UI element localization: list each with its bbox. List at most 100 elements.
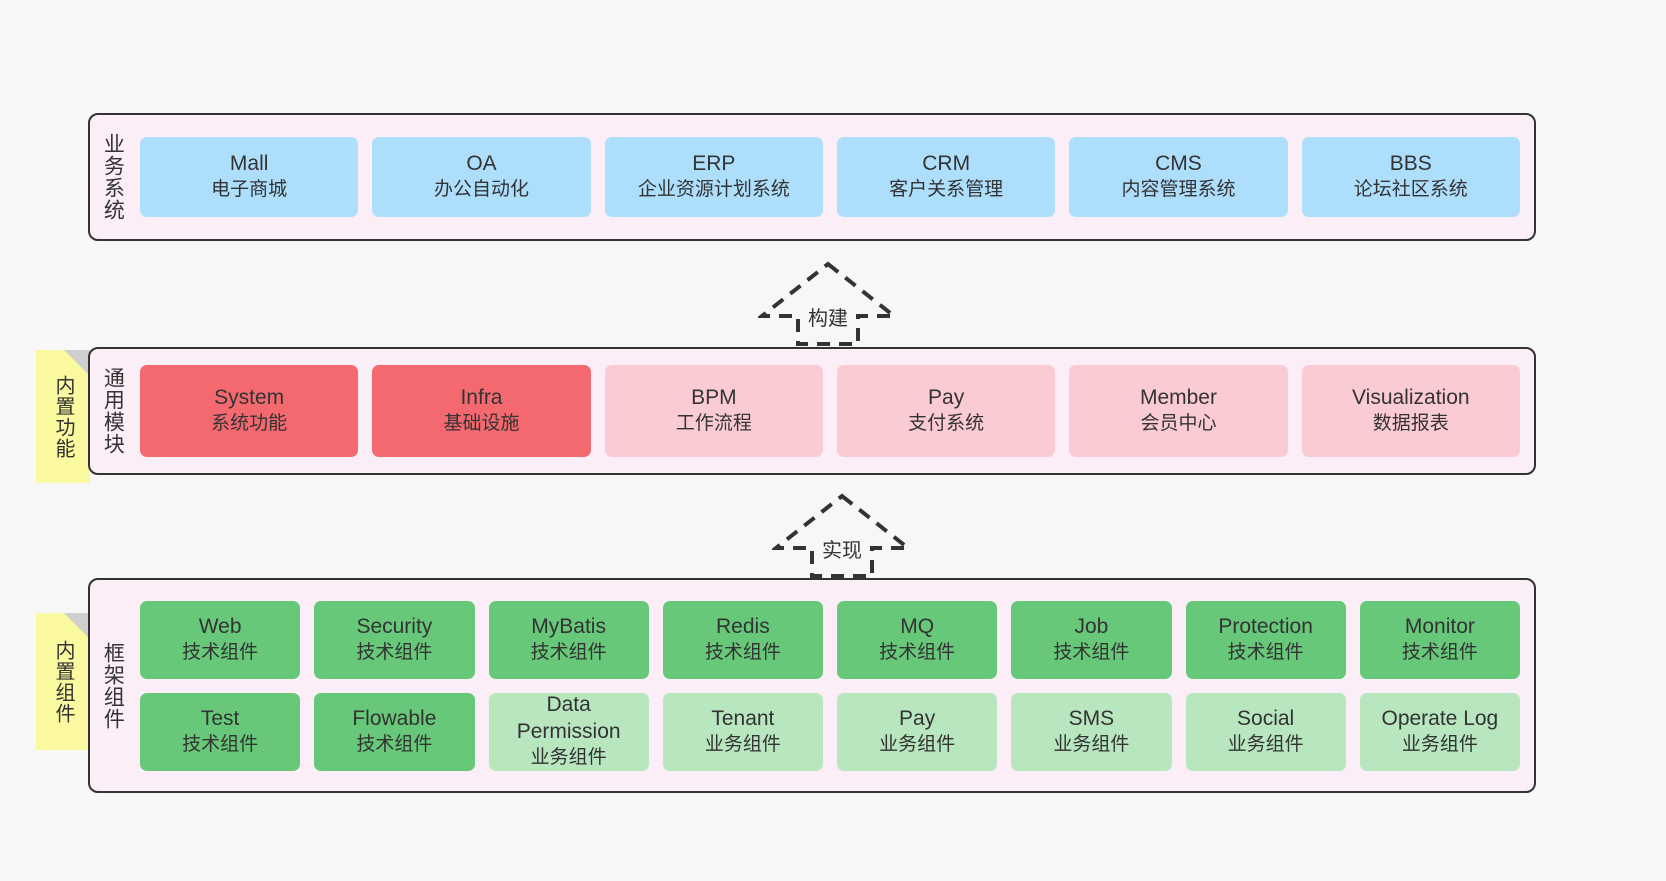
node-title: SMS bbox=[1068, 706, 1115, 730]
node-pay-module[interactable]: Pay 支付系统 bbox=[836, 365, 1056, 457]
node-subtitle: 企业资源计划系统 bbox=[637, 179, 790, 201]
build-arrow-label: 构建 bbox=[808, 308, 848, 330]
node-subtitle: 技术组件 bbox=[1227, 641, 1304, 663]
node-mall[interactable]: Mall 电子商城 bbox=[140, 137, 359, 217]
node-title: Visualization bbox=[1352, 386, 1470, 410]
node-subtitle: 论坛社区系统 bbox=[1353, 179, 1468, 201]
node-title: BBS bbox=[1389, 152, 1432, 176]
node-subtitle: 技术组件 bbox=[704, 641, 781, 663]
layer-common-module: 通用模块 System 系统功能 Infra 基础设施 BPM 工作流程 Pay… bbox=[88, 347, 1536, 475]
build-arrow: 构建 bbox=[758, 258, 898, 348]
node-title: Pay bbox=[928, 386, 965, 410]
node-crm[interactable]: CRM 客户关系管理 bbox=[836, 137, 1056, 217]
node-title: MyBatis bbox=[531, 614, 606, 638]
node-subtitle: 系统功能 bbox=[211, 413, 288, 435]
node-title: OA bbox=[466, 152, 497, 176]
node-title: Operate Log bbox=[1381, 706, 1499, 730]
node-pay-component[interactable]: Pay 业务组件 bbox=[837, 692, 998, 771]
node-subtitle: 技术组件 bbox=[1401, 641, 1478, 663]
node-title: MQ bbox=[900, 614, 935, 638]
node-visualization[interactable]: Visualization 数据报表 bbox=[1301, 365, 1520, 457]
node-security[interactable]: Security 技术组件 bbox=[314, 600, 475, 679]
node-social[interactable]: Social 业务组件 bbox=[1185, 692, 1346, 771]
node-oa[interactable]: OA 办公自动化 bbox=[372, 137, 591, 217]
framework-row-tech: Web 技术组件 Security 技术组件 MyBatis 技术组件 Redi… bbox=[140, 600, 1520, 679]
node-operate-log[interactable]: Operate Log 业务组件 bbox=[1359, 692, 1520, 771]
node-title: Job bbox=[1074, 614, 1109, 638]
node-web[interactable]: Web 技术组件 bbox=[140, 600, 301, 679]
implement-arrow-label: 实现 bbox=[822, 540, 862, 562]
node-system[interactable]: System 系统功能 bbox=[140, 365, 359, 457]
node-bpm[interactable]: BPM 工作流程 bbox=[604, 365, 823, 457]
node-title: Monitor bbox=[1404, 614, 1475, 638]
node-tenant[interactable]: Tenant 业务组件 bbox=[662, 692, 823, 771]
node-subtitle: 客户关系管理 bbox=[889, 179, 1004, 201]
note-builtin-component-label: 内置组件 bbox=[52, 639, 74, 724]
node-subtitle: 业务组件 bbox=[704, 733, 781, 755]
node-subtitle: 业务组件 bbox=[1401, 733, 1478, 755]
node-subtitle: 技术组件 bbox=[356, 641, 433, 663]
node-title: Member bbox=[1139, 386, 1217, 410]
node-cms[interactable]: CMS 内容管理系统 bbox=[1069, 137, 1288, 217]
node-data-permission[interactable]: Data Permission 业务组件 bbox=[488, 692, 649, 771]
layer-business-system-nodes: Mall 电子商城 OA 办公自动化 ERP 企业资源计划系统 CRM 客户关系… bbox=[134, 115, 1534, 239]
node-subtitle: 业务组件 bbox=[879, 733, 956, 755]
node-subtitle: 业务组件 bbox=[530, 747, 607, 769]
layer-framework-component-label: 框架组件 bbox=[101, 641, 125, 730]
layer-framework-component-nodes: Web 技术组件 Security 技术组件 MyBatis 技术组件 Redi… bbox=[134, 580, 1534, 791]
note-builtin-component: 内置组件 bbox=[36, 613, 90, 750]
node-title: Pay bbox=[899, 706, 936, 730]
node-subtitle: 技术组件 bbox=[182, 641, 259, 663]
node-title: Flowable bbox=[352, 706, 437, 730]
layer-framework-component: 框架组件 Web 技术组件 Security 技术组件 MyBatis 技术组件… bbox=[88, 578, 1536, 793]
node-subtitle: 技术组件 bbox=[530, 641, 607, 663]
node-title: Redis bbox=[716, 614, 770, 638]
node-subtitle: 支付系统 bbox=[908, 413, 985, 435]
node-sms[interactable]: SMS 业务组件 bbox=[1011, 692, 1172, 771]
node-subtitle: 办公自动化 bbox=[433, 179, 529, 201]
block-arrow-up-icon bbox=[758, 261, 898, 346]
node-mq[interactable]: MQ 技术组件 bbox=[837, 600, 998, 679]
node-subtitle: 会员中心 bbox=[1140, 413, 1217, 435]
node-title: Tenant bbox=[711, 706, 775, 730]
node-title: BPM bbox=[691, 386, 737, 410]
layer-business-system-label: 业务系统 bbox=[101, 133, 125, 221]
block-arrow-up-icon bbox=[772, 493, 912, 578]
layer-common-module-label: 通用模块 bbox=[101, 367, 125, 455]
framework-row-business: Test 技术组件 Flowable 技术组件 Data Permission … bbox=[140, 692, 1520, 771]
note-builtin-function: 内置功能 bbox=[36, 350, 90, 483]
node-title: CMS bbox=[1155, 152, 1202, 176]
node-title: Mall bbox=[229, 152, 269, 176]
node-title: System bbox=[214, 386, 285, 410]
node-monitor[interactable]: Monitor 技术组件 bbox=[1359, 600, 1520, 679]
node-subtitle: 内容管理系统 bbox=[1121, 179, 1236, 201]
node-subtitle: 业务组件 bbox=[1053, 733, 1130, 755]
node-job[interactable]: Job 技术组件 bbox=[1011, 600, 1172, 679]
node-flowable[interactable]: Flowable 技术组件 bbox=[314, 692, 475, 771]
node-subtitle: 业务组件 bbox=[1227, 733, 1304, 755]
node-subtitle: 技术组件 bbox=[879, 641, 956, 663]
node-title: Social bbox=[1237, 706, 1295, 730]
node-subtitle: 技术组件 bbox=[1053, 641, 1130, 663]
node-protection[interactable]: Protection 技术组件 bbox=[1185, 600, 1346, 679]
layer-business-system: 业务系统 Mall 电子商城 OA 办公自动化 ERP 企业资源计划系统 CRM… bbox=[88, 113, 1536, 241]
node-infra[interactable]: Infra 基础设施 bbox=[372, 365, 591, 457]
node-member[interactable]: Member 会员中心 bbox=[1069, 365, 1288, 457]
layer-common-module-nodes: System 系统功能 Infra 基础设施 BPM 工作流程 Pay 支付系统… bbox=[134, 349, 1534, 473]
node-title: Web bbox=[198, 614, 242, 638]
node-title: ERP bbox=[692, 152, 736, 176]
node-subtitle: 技术组件 bbox=[356, 733, 433, 755]
node-test[interactable]: Test 技术组件 bbox=[140, 692, 301, 771]
node-title: CRM bbox=[922, 152, 971, 176]
node-mybatis[interactable]: MyBatis 技术组件 bbox=[488, 600, 649, 679]
note-fold-icon bbox=[64, 350, 90, 376]
node-bbs[interactable]: BBS 论坛社区系统 bbox=[1301, 137, 1520, 217]
node-subtitle: 电子商城 bbox=[211, 179, 288, 201]
node-title: Test bbox=[200, 706, 240, 730]
node-erp[interactable]: ERP 企业资源计划系统 bbox=[604, 137, 823, 217]
node-title: Infra bbox=[460, 386, 503, 410]
node-subtitle: 数据报表 bbox=[1372, 413, 1449, 435]
node-redis[interactable]: Redis 技术组件 bbox=[662, 600, 823, 679]
implement-arrow: 实现 bbox=[772, 490, 912, 580]
